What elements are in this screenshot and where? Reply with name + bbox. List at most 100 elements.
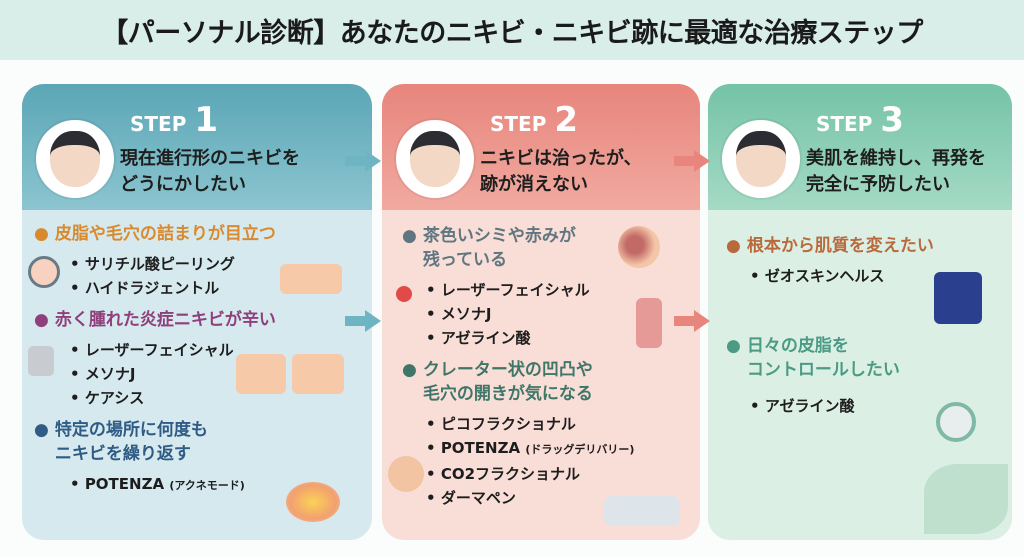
step-1-label: STEP 1	[130, 100, 218, 140]
treatment-item: • ハイドラジェントル	[70, 279, 220, 297]
skincare-products-icon	[934, 272, 982, 324]
step-2-label: STEP 2	[490, 100, 578, 140]
title-band: 【パーソナル診断】あなたのニキビ・ニキビ跡に最適な治療ステップ	[0, 0, 1024, 60]
treatment-list: • POTENZA (アクネモード)	[70, 472, 372, 498]
subtitle-line: どうにかしたい	[120, 174, 246, 195]
arrow-right-icon	[345, 310, 381, 332]
treatment-name: ケアシス	[84, 389, 145, 407]
treatment-item: • アゼライン酸	[750, 397, 855, 415]
category-heading: ●特定の場所に何度もニキビを繰り返す	[34, 420, 208, 464]
face-acne-icon	[36, 120, 114, 198]
treatment-name: アゼライン酸	[764, 397, 855, 415]
step-number: 2	[554, 100, 579, 140]
step-number: 1	[194, 100, 219, 140]
treatment-name: ダーマペン	[440, 489, 516, 507]
treatment-name: POTENZA	[84, 475, 165, 493]
treatment-item: • CO2フラクショナル	[426, 465, 581, 483]
subtitle-line: 現在進行形のニキビを	[120, 148, 300, 169]
treatment-item: • ゼオスキンヘルス	[750, 267, 885, 285]
treatment-item: • アゼライン酸	[426, 329, 531, 347]
treatment-item: • メソナJ	[426, 305, 492, 323]
treatment-name: ゼオスキンヘルス	[764, 267, 885, 285]
treatment-name: CO2フラクショナル	[440, 465, 581, 483]
treatment-note: (ドラッグデリバリー)	[525, 443, 635, 456]
laser-device-icon	[28, 346, 54, 376]
face-scar-icon	[396, 120, 474, 198]
step-1-panel: STEP 1 現在進行形のニキビをどうにかしたい ●皮脂や毛穴の詰まりが目立つ •…	[22, 84, 372, 540]
subtitle-line: 跡が消えない	[480, 174, 588, 195]
treatment-item: • サリチル酸ピーリング	[70, 255, 235, 273]
step-3-subtitle: 美肌を維持し、再発を完全に予防したい	[806, 146, 1004, 198]
treatment-item: • ケアシス	[70, 389, 145, 407]
treatment-list: • レーザーフェイシャル • メソナJ • アゼライン酸	[426, 278, 700, 350]
category-text: 毛穴の開きが気になる	[422, 384, 593, 404]
treatment-list: • ピコフラクショナル • POTENZA (ドラッグデリバリー) • CO2フ…	[426, 412, 700, 510]
step-3-label: STEP 3	[816, 100, 904, 140]
step-2-subtitle: ニキビは治ったが、跡が消えない	[480, 146, 692, 198]
step-word: STEP	[130, 112, 187, 136]
category-text: 赤く腫れた炎症ニキビが辛い	[54, 310, 276, 330]
step-1-body: ●皮脂や毛穴の詰まりが目立つ • サリチル酸ピーリング • ハイドラジェントル …	[22, 222, 372, 506]
dial-control-icon	[936, 402, 976, 442]
treatment-name: ハイドラジェントル	[84, 279, 220, 297]
category-text: 皮脂や毛穴の詰まりが目立つ	[54, 224, 276, 244]
textured-skin-icon	[388, 456, 424, 492]
treatment-item: • メソナJ	[70, 365, 136, 383]
treatment-name: POTENZA	[440, 439, 521, 457]
laser-handpiece-icon	[604, 496, 680, 526]
treatment-list: • ゼオスキンヘルス	[750, 264, 1012, 288]
treatment-name: メソナJ	[84, 365, 136, 383]
category-heading: ●茶色いシミや赤みが残っている	[402, 226, 576, 270]
treatment-item: • ダーマペン	[426, 489, 516, 507]
category-text: ニキビを繰り返す	[54, 444, 191, 464]
step-word: STEP	[490, 112, 547, 136]
magnifier-icon	[28, 256, 60, 288]
step-2-body: ●茶色いシミや赤みが残っている • レーザーフェイシャル • メソナJ • アゼ…	[382, 224, 700, 518]
treatment-name: レーザーフェイシャル	[440, 281, 590, 299]
category-text: 茶色いシミや赤みが	[422, 226, 576, 246]
treatment-list: • サリチル酸ピーリング • ハイドラジェントル	[70, 252, 372, 300]
water-drop-icon	[236, 354, 286, 394]
category-heading: ●根本から肌質を変えたい	[726, 236, 934, 256]
skin-pore-icon	[280, 264, 342, 294]
treatment-name: サリチル酸ピーリング	[84, 255, 235, 273]
treatment-item: • レーザーフェイシャル	[70, 341, 234, 359]
treatment-note: (アクネモード)	[169, 479, 245, 492]
cosmetic-bottle-icon	[636, 298, 662, 348]
step-2-header: STEP 2 ニキビは治ったが、跡が消えない	[382, 84, 700, 210]
treatment-list: • アゼライン酸	[750, 394, 1012, 418]
subtitle-line: 完全に予防したい	[806, 174, 950, 195]
treatment-item: • ピコフラクショナル	[426, 415, 576, 433]
category-heading: ●クレーター状の凹凸や毛穴の開きが気になる	[402, 360, 593, 404]
treatment-list: • レーザーフェイシャル • メソナJ • ケアシス	[70, 338, 372, 410]
subtitle-line: 美肌を維持し、再発を	[806, 148, 986, 169]
arrow-right-icon	[674, 310, 710, 332]
category-text: 日々の皮脂を	[746, 336, 849, 356]
treatment-name: レーザーフェイシャル	[84, 341, 234, 359]
category-text: 残っている	[422, 250, 507, 270]
treatment-name: メソナJ	[440, 305, 492, 323]
step-number: 3	[880, 100, 905, 140]
category-heading: ●赤く腫れた炎症ニキビが辛い	[34, 310, 276, 330]
treatment-item: • レーザーフェイシャル	[426, 281, 590, 299]
treatment-name: ピコフラクショナル	[440, 415, 576, 433]
step-3-panel: STEP 3 美肌を維持し、再発を完全に予防したい ●根本から肌質を変えたい • …	[708, 84, 1012, 540]
step-1-header: STEP 1 現在進行形のニキビをどうにかしたい	[22, 84, 372, 210]
subtitle-line: ニキビは治ったが、	[480, 148, 642, 169]
microneedle-icon	[286, 482, 340, 522]
step-word: STEP	[816, 112, 873, 136]
category-heading: ●日々の皮脂をコントロールしたい	[726, 336, 900, 380]
face-clear-skin-icon	[722, 120, 800, 198]
step-3-header: STEP 3 美肌を維持し、再発を完全に予防したい	[708, 84, 1012, 210]
category-heading: ●皮脂や毛穴の詰まりが目立つ	[34, 224, 276, 244]
leaf-decoration-icon	[924, 464, 1008, 534]
skin-spot-icon	[618, 226, 660, 268]
step-2-panel: STEP 2 ニキビは治ったが、跡が消えない ●茶色いシミや赤みが残っている • …	[382, 84, 700, 540]
page-title: 【パーソナル診断】あなたのニキビ・ニキビ跡に最適な治療ステップ	[101, 17, 923, 49]
category-text: コントロールしたい	[746, 360, 900, 380]
category-text: クレーター状の凹凸や	[422, 360, 593, 380]
red-spots-icon	[396, 286, 412, 302]
hair-follicle-icon	[292, 354, 344, 394]
category-text: 特定の場所に何度も	[54, 420, 208, 440]
step-3-body: ●根本から肌質を変えたい • ゼオスキンヘルス ●日々の皮脂をコントロールしたい…	[708, 234, 1012, 426]
